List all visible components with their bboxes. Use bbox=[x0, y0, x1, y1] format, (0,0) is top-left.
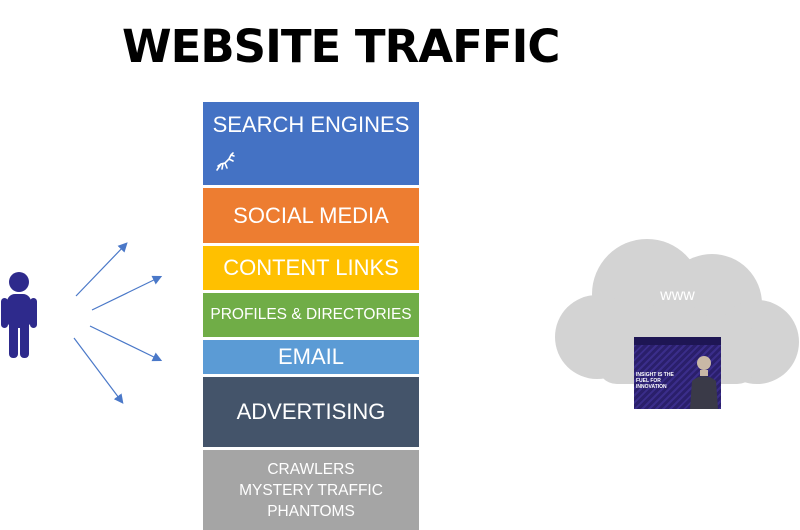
person-icon bbox=[1, 272, 37, 358]
traffic-arrows bbox=[73, 242, 163, 404]
www-label: www bbox=[660, 287, 695, 304]
block-social-media: SOCIAL MEDIA bbox=[203, 188, 419, 243]
block-search-engines: SEARCH ENGINES bbox=[203, 102, 419, 185]
arrow-1 bbox=[75, 242, 128, 297]
crawlers-label: CRAWLERS bbox=[267, 460, 355, 478]
arrow-3 bbox=[89, 325, 163, 362]
thumbnail-person-photo bbox=[690, 356, 718, 409]
diagram-title: WEBSITE TRAFFIC bbox=[122, 20, 560, 73]
block-email: EMAIL bbox=[203, 340, 419, 374]
phantoms-label: PHANTOMS bbox=[267, 502, 355, 520]
thumbnail-nav bbox=[634, 337, 721, 345]
search-engines-label: SEARCH ENGINES bbox=[212, 112, 410, 137]
mystery-traffic-label: MYSTERY TRAFFIC bbox=[239, 481, 383, 499]
thumbnail-headline: INSIGHT IS THE FUEL FOR INNOVATION bbox=[636, 372, 674, 390]
arrow-4 bbox=[73, 337, 124, 404]
block-crawlers: CRAWLERS MYSTERY TRAFFIC PHANTOMS bbox=[203, 450, 419, 530]
block-profiles-directories: PROFILES & DIRECTORIES bbox=[203, 293, 419, 337]
arrow-2 bbox=[91, 275, 163, 311]
website-thumbnail: INSIGHT IS THE FUEL FOR INNOVATION bbox=[634, 337, 721, 409]
block-advertising: ADVERTISING bbox=[203, 377, 419, 447]
gazelle-icon bbox=[216, 152, 235, 171]
block-content-links: CONTENT LINKS bbox=[203, 246, 419, 290]
